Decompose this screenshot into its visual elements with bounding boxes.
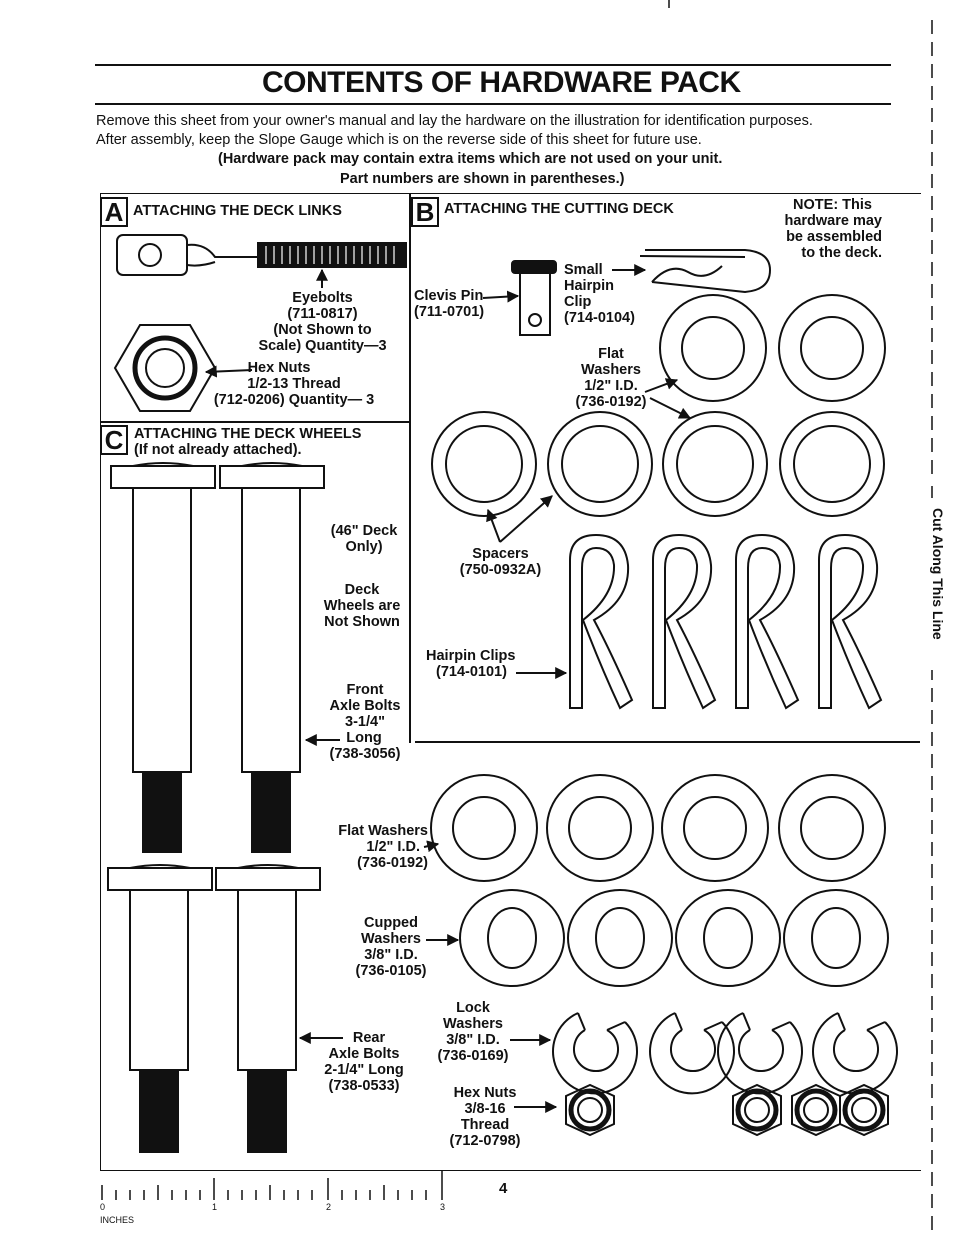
cupped-washer-4 — [783, 889, 889, 987]
spacer-3 — [662, 411, 768, 517]
ruler-tick-2: 2 — [326, 1202, 332, 1212]
cupped-washer-2 — [567, 889, 673, 987]
section-a-heading: ATTACHING THE DECK LINKS — [133, 203, 342, 219]
divider-vertical — [409, 193, 411, 743]
hex-nut-small-2 — [732, 1083, 782, 1137]
spacer-2 — [547, 411, 653, 517]
flat-washer-c-2 — [546, 774, 654, 882]
section-b-heading: ATTACHING THE CUTTING DECK — [444, 201, 674, 217]
section-a-letter: A — [100, 197, 128, 227]
flat-washer-c-1 — [430, 774, 538, 882]
front-axle-bolt-1 — [110, 462, 216, 853]
lock-washer-2 — [649, 1012, 736, 1095]
inch-ruler — [101, 1170, 443, 1200]
hairpin-clip-3 — [735, 533, 800, 710]
section-c-letter: C — [100, 425, 128, 455]
flat-washer-c-4 — [778, 774, 886, 882]
page-title: CONTENTS OF HARDWARE PACK — [262, 66, 741, 99]
hairpin-clip-2 — [652, 533, 717, 710]
cupped-washer-3 — [675, 889, 781, 987]
hex-nut-small-4 — [839, 1083, 889, 1137]
hex-nut-small-1 — [565, 1083, 615, 1137]
divider-b-c — [415, 741, 920, 743]
flat-washer-b-2 — [778, 294, 886, 402]
lock-washer-3 — [717, 1012, 804, 1095]
rear-axle-bolt-2 — [215, 864, 321, 1153]
rear-axle-bolt-1 — [107, 864, 213, 1153]
section-c-subheading: (If not already attached). — [134, 442, 302, 458]
hex-nut-large-icon — [113, 324, 253, 412]
page-number: 4 — [499, 1180, 508, 1197]
hex-nut-small-3 — [791, 1083, 841, 1137]
ruler-tick-0: 0 — [100, 1202, 106, 1212]
cut-line-dashes — [668, 0, 933, 1230]
front-axle-bolt-2 — [219, 462, 325, 853]
section-b-letter: B — [411, 197, 439, 227]
hairpin-clips-label: Hairpin Clips(714-0101) — [426, 648, 516, 680]
title-bottom-rule — [95, 103, 891, 105]
section-c-heading: ATTACHING THE DECK WHEELS — [134, 426, 362, 442]
spacer-1 — [431, 411, 537, 517]
small-hairpin-clip-icon — [612, 249, 772, 294]
lock-washer-1 — [552, 1012, 639, 1095]
lock-washer-4 — [812, 1012, 899, 1095]
flat-washer-c-3 — [661, 774, 769, 882]
hairpin-clip-4 — [818, 533, 883, 710]
divider-a-c — [100, 421, 410, 423]
ruler-tick-3: 3 — [440, 1202, 446, 1212]
cupped-washer-1 — [459, 889, 565, 987]
clevis-pin-icon — [482, 260, 557, 336]
spacers-label: Spacers(750-0932A) — [459, 546, 542, 578]
intro-line-4: Part numbers are shown in parentheses.) — [340, 171, 625, 187]
flat-washer-b-1 — [659, 294, 767, 402]
clevis-pin-label: Clevis Pin(711-0701) — [414, 288, 485, 320]
hardware-frame — [100, 193, 921, 1171]
ruler-tick-1: 1 — [212, 1202, 218, 1212]
title-top-rule — [95, 64, 891, 66]
eyebolt-icon — [116, 234, 407, 288]
ruler-unit: INCHES — [100, 1215, 135, 1225]
spacer-4 — [779, 411, 885, 517]
intro-line-1: Remove this sheet from your owner's manu… — [96, 113, 813, 129]
intro-line-2: After assembly, keep the Slope Gauge whi… — [96, 132, 702, 148]
hairpin-clip-1 — [569, 533, 634, 710]
intro-line-3: (Hardware pack may contain extra items w… — [218, 151, 723, 167]
